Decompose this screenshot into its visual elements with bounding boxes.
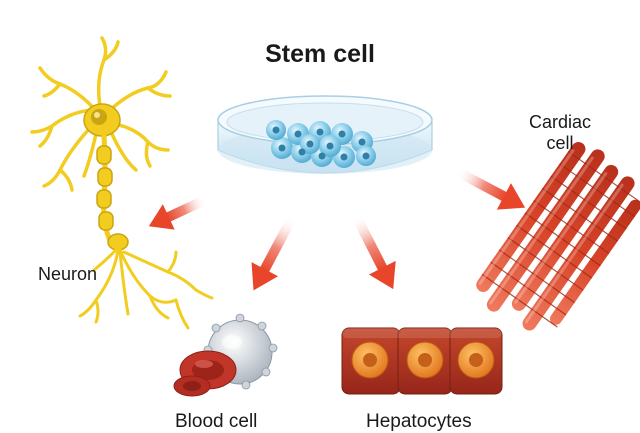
hepatocyte-cell xyxy=(449,327,503,395)
cardiac-label-line-1: Cardiac xyxy=(528,112,592,132)
hepatocyte-cell xyxy=(397,327,453,395)
arrow-to-hepatocytes xyxy=(351,213,396,290)
neuron-label: Neuron xyxy=(38,264,98,284)
arrow-to-cardiac-cell xyxy=(455,167,526,210)
cardiac-cell-illustration xyxy=(476,141,640,331)
hepatocytes-label: Hepatocytes xyxy=(366,411,472,432)
cardiac-label-line-2: cell xyxy=(546,133,574,153)
cardiac-cell-label: Cardiac cell xyxy=(526,112,594,154)
red-blood-cell xyxy=(173,350,237,397)
blood-cell-illustration xyxy=(173,313,278,397)
petri-dish xyxy=(217,95,433,174)
stem-cell-cluster xyxy=(266,120,376,168)
arrow-to-neuron xyxy=(148,195,208,230)
blood-cell-label: Blood cell xyxy=(175,411,258,432)
neuron-illustration xyxy=(30,36,214,330)
diagram-title: Stem cell xyxy=(265,40,375,68)
hepatocytes-illustration xyxy=(341,327,503,395)
arrow-to-blood-cell xyxy=(251,215,297,291)
hepatocyte-cell xyxy=(341,327,401,395)
